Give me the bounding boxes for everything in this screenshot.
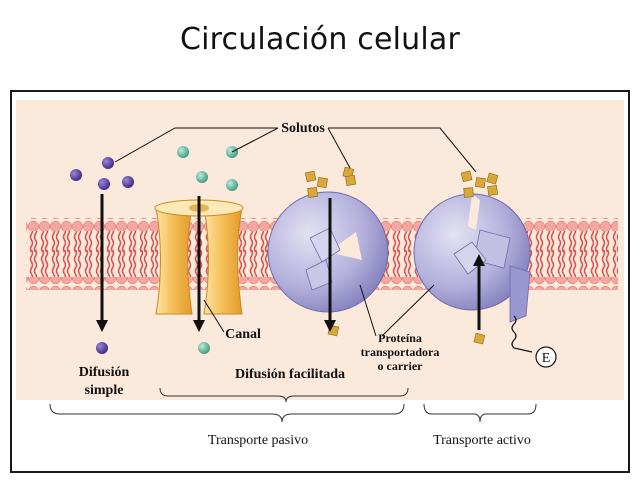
slide-title: Circulación celular bbox=[179, 22, 461, 57]
brace-passive bbox=[49, 403, 405, 423]
passive-transport-label: Transporte pasivo bbox=[208, 433, 308, 448]
energy-squiggle bbox=[511, 315, 533, 353]
simple-diffusion-label-line1: Difusión bbox=[79, 365, 130, 380]
canal-label: Canal bbox=[225, 327, 261, 342]
carrier-label-line3: o carrier bbox=[378, 359, 424, 373]
energy-label: E bbox=[542, 351, 551, 366]
energy-icon bbox=[535, 346, 557, 368]
solutes-label: Solutos bbox=[281, 121, 325, 136]
active-transport-label: Transporte activo bbox=[433, 433, 531, 448]
label-leader-lines bbox=[203, 284, 435, 337]
carrier-label-line1: Proteína bbox=[378, 331, 422, 345]
carrier-label-line2: transportadora bbox=[361, 345, 440, 359]
facilitated-diffusion-label: Difusión facilitada bbox=[235, 367, 345, 382]
solutes-simple bbox=[70, 157, 134, 354]
solutes-canal bbox=[177, 146, 238, 354]
simple-diffusion-label-line2: simple bbox=[85, 383, 124, 398]
solutes-leader-lines bbox=[114, 127, 477, 173]
carrier-protein-facilitated bbox=[267, 191, 389, 313]
solutes-carrier bbox=[304, 166, 499, 345]
brace-facilitated bbox=[159, 387, 409, 403]
channel-protein bbox=[154, 199, 244, 315]
brace-active bbox=[423, 403, 537, 423]
membrane-transport-diagram: E Solutos Canal Proteína transportadora … bbox=[10, 90, 630, 473]
